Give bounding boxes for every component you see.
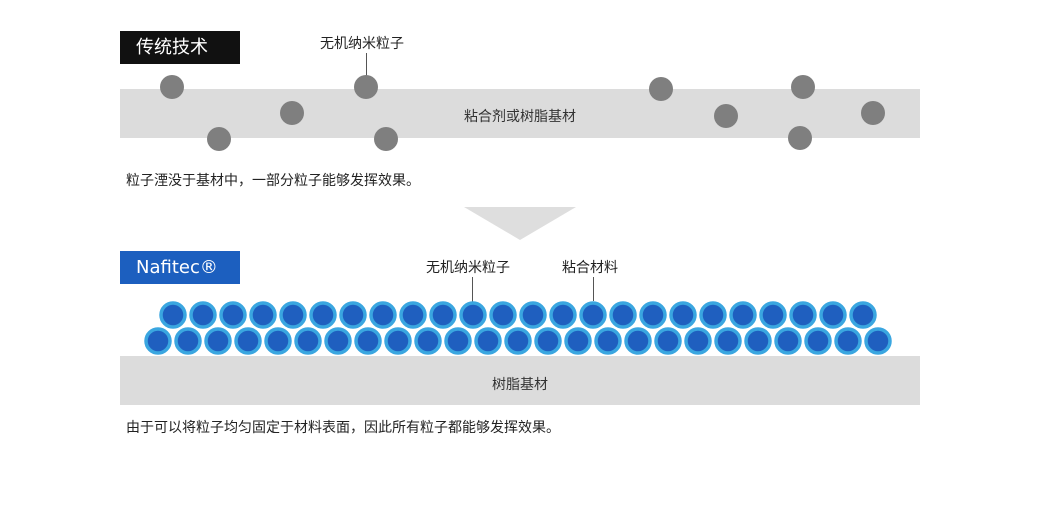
blue-nanoparticle — [429, 301, 457, 329]
blue-nanoparticle — [519, 301, 547, 329]
blue-nanoparticle — [864, 327, 892, 355]
blue-nanoparticle — [144, 327, 172, 355]
blue-nanoparticle — [444, 327, 472, 355]
blue-nanoparticle — [759, 301, 787, 329]
blue-nanoparticle — [804, 327, 832, 355]
gray-particle — [207, 127, 231, 151]
gray-particle — [280, 101, 304, 125]
blue-nanoparticle — [489, 301, 517, 329]
blue-nanoparticle — [219, 301, 247, 329]
blue-nanoparticle — [684, 327, 712, 355]
blue-nanoparticle — [159, 301, 187, 329]
resin-substrate-band-label: 树脂基材 — [492, 377, 548, 393]
gray-particle — [160, 75, 184, 99]
blue-nanoparticle — [789, 301, 817, 329]
gray-particle — [861, 101, 885, 125]
gray-particle — [714, 104, 738, 128]
gray-particle — [791, 75, 815, 99]
nafitec-caption: 由于可以将粒子均匀固定于材料表面，因此所有粒子都能够发挥效果。 — [126, 420, 560, 436]
nafitec-particle-pointer — [472, 277, 473, 312]
blue-nanoparticle — [459, 301, 487, 329]
top-callout-pointer — [366, 53, 367, 77]
nafitec-binder-pointer — [593, 277, 594, 301]
blue-nanoparticle — [534, 327, 562, 355]
blue-nanoparticle — [414, 327, 442, 355]
resin-substrate-band: 树脂基材 — [120, 356, 920, 405]
down-arrow-icon — [464, 207, 576, 240]
gray-particle — [354, 75, 378, 99]
traditional-tech-label: 传统技术 — [120, 31, 240, 64]
gray-particle — [649, 77, 673, 101]
blue-nanoparticle — [324, 327, 352, 355]
blue-nanoparticle — [834, 327, 862, 355]
nafitec-binder-callout: 粘合材料 — [562, 260, 618, 276]
blue-nanoparticle — [774, 327, 802, 355]
nafitec-label: Nafitec® — [120, 251, 240, 284]
blue-nanoparticle — [174, 327, 202, 355]
blue-nanoparticle — [309, 301, 337, 329]
blue-nanoparticle — [699, 301, 727, 329]
gray-particle — [374, 127, 398, 151]
blue-nanoparticle — [249, 301, 277, 329]
blue-nanoparticle — [399, 301, 427, 329]
blue-nanoparticle — [744, 327, 772, 355]
blue-nanoparticle — [594, 327, 622, 355]
gray-particle — [788, 126, 812, 150]
blue-nanoparticle — [819, 301, 847, 329]
blue-nanoparticle — [354, 327, 382, 355]
blue-nanoparticle — [384, 327, 412, 355]
blue-nanoparticle — [189, 301, 217, 329]
blue-nanoparticle — [279, 301, 307, 329]
traditional-caption: 粒子湮没于基材中，一部分粒子能够发挥效果。 — [126, 173, 420, 189]
binder-resin-band-label: 粘合剂或树脂基材 — [464, 109, 576, 125]
blue-nanoparticle — [564, 327, 592, 355]
blue-nanoparticle — [849, 301, 877, 329]
blue-nanoparticle — [474, 327, 502, 355]
blue-nanoparticle — [624, 327, 652, 355]
blue-nanoparticle — [369, 301, 397, 329]
blue-nanoparticle — [714, 327, 742, 355]
blue-nanoparticle — [549, 301, 577, 329]
blue-nanoparticle — [234, 327, 262, 355]
blue-nanoparticle — [579, 301, 607, 329]
blue-nanoparticle — [204, 327, 232, 355]
top-nanoparticle-callout: 无机纳米粒子 — [320, 36, 404, 52]
blue-nanoparticle — [504, 327, 532, 355]
blue-nanoparticle — [339, 301, 367, 329]
nafitec-nanoparticle-callout: 无机纳米粒子 — [426, 260, 510, 276]
blue-nanoparticle — [729, 301, 757, 329]
blue-nanoparticle — [639, 301, 667, 329]
blue-nanoparticle — [609, 301, 637, 329]
blue-nanoparticle — [669, 301, 697, 329]
blue-nanoparticle — [294, 327, 322, 355]
blue-nanoparticle — [264, 327, 292, 355]
blue-nanoparticle — [654, 327, 682, 355]
binder-resin-band: 粘合剂或树脂基材 — [120, 89, 920, 138]
